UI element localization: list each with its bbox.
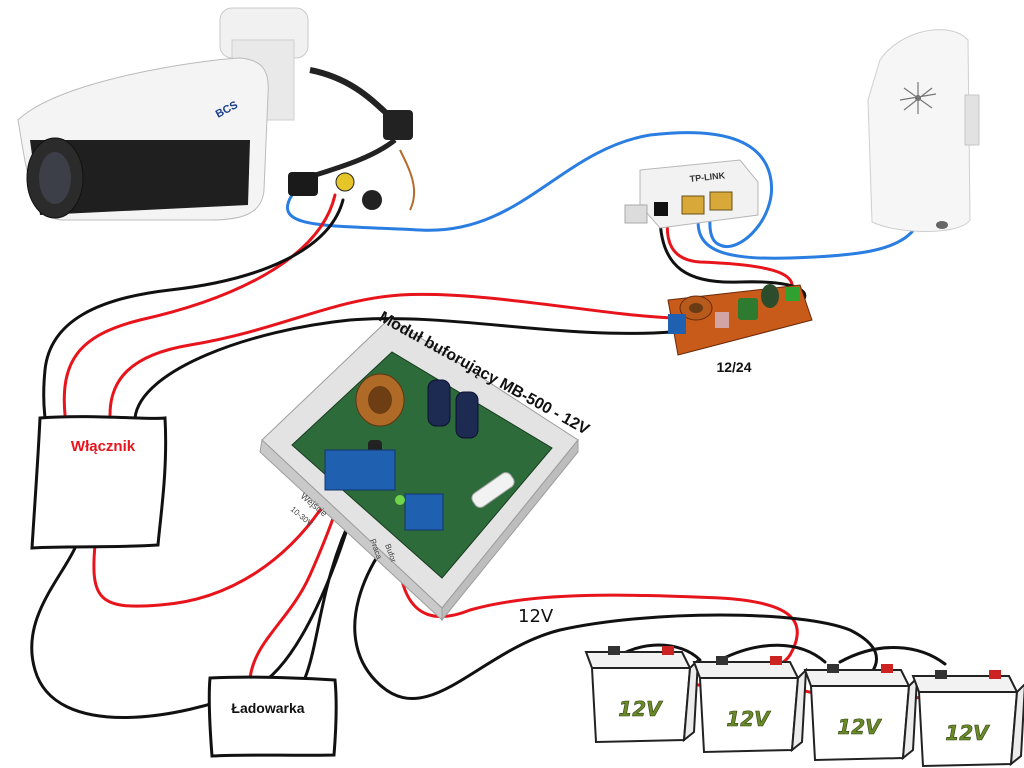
- poe-poe-port: [681, 195, 705, 215]
- switch-box: Włącznik: [30, 415, 168, 550]
- blue-ethernet-wires: [285, 131, 917, 260]
- battery-bank: 12V 12V 12V 12V: [584, 646, 1024, 768]
- battery-negative-terminal: [608, 646, 620, 655]
- ip-camera: BCS: [17, 7, 416, 221]
- switch-label: Włącznik: [71, 438, 136, 455]
- poe-to-antenna-blue-wire: [696, 206, 917, 260]
- switch-to-converter-black-wire: [133, 317, 674, 420]
- poe-brand-text: TP-LINK: [689, 170, 726, 184]
- battery-3: 12V: [803, 664, 919, 762]
- converter-to-poe-red-wire: [665, 213, 794, 298]
- camera-to-poe-blue-wire: [285, 131, 774, 249]
- battery-voltage-label: 12V: [837, 715, 882, 739]
- battery-voltage-label: 12V: [726, 707, 771, 731]
- battery-series-black-3: [838, 646, 947, 666]
- battery-series-black-2: [718, 643, 827, 664]
- camera-red-wire: [62, 193, 337, 417]
- black-wires: [30, 198, 947, 719]
- battery-terminal-block: [404, 493, 444, 531]
- battery-positive-terminal: [881, 664, 893, 673]
- module-to-battery-black-wire: [353, 503, 878, 700]
- switch-to-module-black-wire: [30, 483, 362, 719]
- input-terminal-block: [324, 449, 396, 491]
- voltage-label: 12V: [518, 606, 554, 627]
- module-to-battery-red-wire: [396, 508, 799, 672]
- poe-dc-port: [654, 202, 668, 216]
- converter-label: 12/24: [716, 359, 751, 375]
- battery-4: 12V: [911, 670, 1024, 768]
- converter-board: 12/24: [667, 284, 813, 375]
- battery-negative-terminal: [827, 664, 839, 673]
- converter-to-poe-black-wire: [658, 213, 807, 312]
- buffer-module: Wejście 10-30V Praca Bufor Moduł buforuj…: [259, 309, 592, 622]
- camera-black-wire: [42, 198, 345, 420]
- battery-voltage-label: 12V: [618, 697, 663, 721]
- battery-positive-terminal: [989, 670, 1001, 679]
- battery-negative-terminal: [935, 670, 947, 679]
- wireless-antenna: [867, 29, 980, 232]
- battery-positive-terminal: [770, 656, 782, 665]
- charger-black-wire: [303, 508, 357, 680]
- switch-to-converter-red-wire: [108, 292, 674, 417]
- battery-positive-terminal: [662, 646, 674, 655]
- poe-lan-port: [709, 191, 733, 211]
- battery-1: 12V: [584, 646, 700, 744]
- battery-voltage-label: 12V: [945, 721, 990, 745]
- poe-injector: TP-LINK: [624, 159, 759, 229]
- charger-box: Ładowarka: [207, 675, 338, 758]
- battery-negative-terminal: [716, 656, 728, 665]
- battery-2: 12V: [692, 656, 808, 754]
- charger-label: Ładowarka: [231, 700, 304, 716]
- switch-to-module-red-wire: [92, 493, 332, 608]
